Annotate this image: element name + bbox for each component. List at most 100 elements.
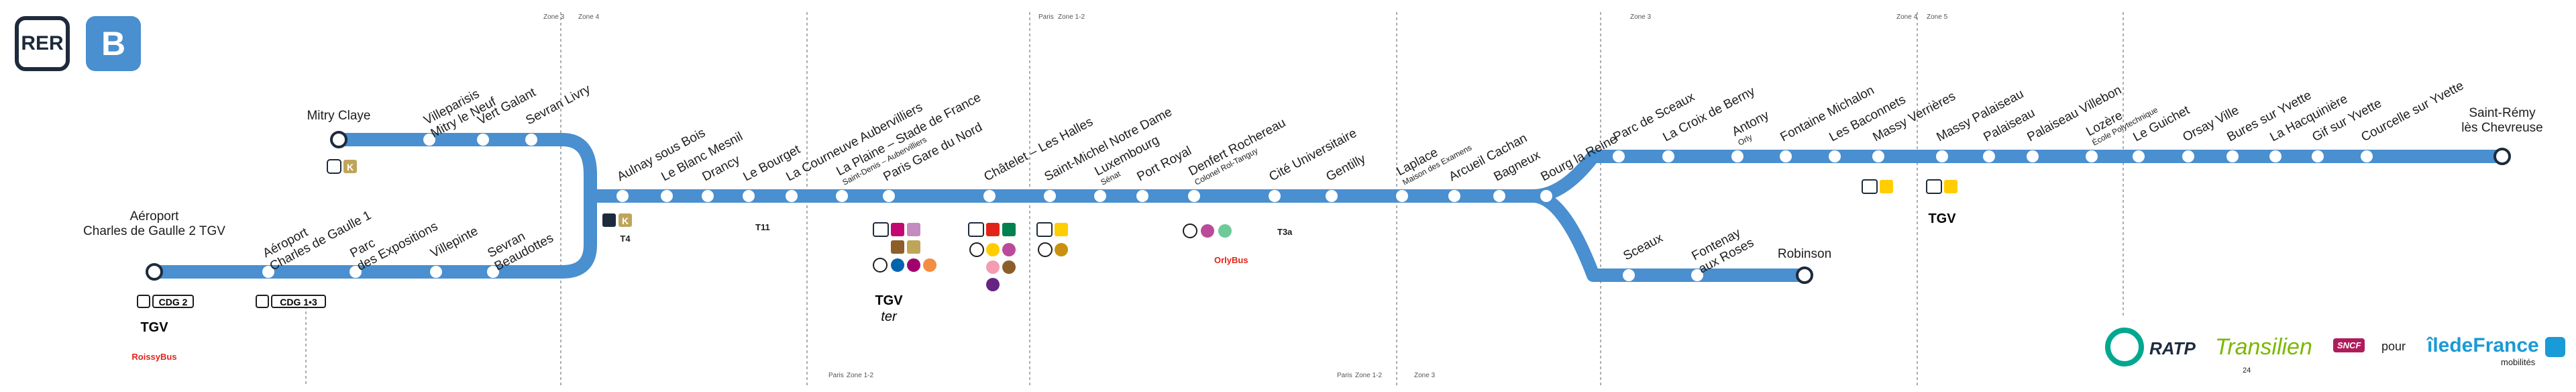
station-dot-gentilly (1326, 190, 1338, 202)
station-dot-gif (2312, 150, 2324, 162)
station-dot-bourgreine (1540, 190, 1552, 202)
station-dots (146, 131, 2511, 284)
zone-label: Zone 4 (578, 13, 600, 21)
station-label-antony: AntonyOrly (1729, 108, 1776, 148)
zone-boundaries (305, 12, 2124, 387)
station-dot-bagneux (1493, 190, 1505, 202)
station-label-mitry: Mitry Claye (307, 109, 370, 123)
aulnay-k-badge: K (622, 215, 629, 226)
station-dot-citeu (1269, 190, 1281, 202)
station-label-sevranlivry: Sevran Livry (523, 82, 593, 128)
station-dot-sceaux (1623, 269, 1635, 281)
station-dot-guichet (2133, 150, 2145, 162)
pour-label: pour (2381, 340, 2406, 353)
station-dot-cdg1 (262, 266, 274, 278)
station-dot-antony (1731, 150, 1743, 162)
chatelet-connections (968, 222, 1016, 291)
denfert-connections: OrlyBus T3a (1183, 224, 1293, 265)
station-dot-villepinte (430, 266, 442, 278)
mitry-k-badge: K (347, 162, 354, 173)
station-label-chatelet: Châtelet – Les Halles (981, 115, 1095, 184)
orlybus-label: OrlyBus (1214, 255, 1248, 265)
station-dot-luxembourg (1094, 190, 1106, 202)
station-dot-arcueil (1448, 190, 1460, 202)
t11-label: T11 (755, 222, 770, 232)
station-dot-croixberny (1662, 150, 1674, 162)
paris-zone-label: Paris (1038, 13, 1054, 21)
station-dot-bourget (743, 190, 755, 202)
idf-sub-wordmark: mobilités (2501, 357, 2536, 367)
station-label-gentilly: Gentilly (1324, 152, 1368, 185)
massy-tgv-label: TGV (1928, 211, 1956, 226)
zone-label: Zone 1-2 (1355, 372, 1382, 379)
ratp-logo-icon (2105, 328, 2144, 366)
station-label-parcsceaux: Parc de Sceaux (1611, 90, 1697, 145)
brand-strip: RATP Transilien SNCF pour îledeFrance mo… (2105, 324, 2568, 377)
station-dot-courneuve (786, 190, 798, 202)
zone-label: Zone 5 (1927, 13, 1948, 21)
station-dot-stmichel (1044, 190, 1056, 202)
station-dot-sevranbeau (487, 266, 499, 278)
station-dot-fontenay (1691, 269, 1703, 281)
station-dot-palaiseau (1983, 150, 1995, 162)
station-dot-plaine (836, 190, 848, 202)
zone-label: Zone 1-2 (847, 372, 873, 379)
zone-label: Zone 3 (1414, 372, 1436, 379)
station-dot-parcsceaux (1613, 150, 1625, 162)
gdn-tgv-label: TGV (875, 293, 903, 308)
zone-label: Zone 1-2 (1058, 13, 1085, 21)
stmichel-connections (1036, 222, 1068, 257)
gdn-connections: TGV ter (873, 222, 936, 324)
sncf-logo: SNCF (2333, 338, 2365, 352)
station-dot-portroyal (1136, 190, 1148, 202)
station-dot-baconnets (1829, 150, 1841, 162)
station-dot-blancmesnil (661, 190, 673, 202)
station-label-fontenay: Fontenayaux Roses (1689, 223, 1756, 277)
gdn-ter-label: ter (881, 309, 898, 324)
roissybus-label: RoissyBus (131, 352, 176, 362)
station-dot-drancy (702, 190, 714, 202)
station-dot-denfert (1188, 190, 1200, 202)
zone-label: Zone 4 (1896, 13, 1918, 21)
cdg2-tgv-label: TGV (140, 320, 168, 335)
page-number: 24 (2243, 366, 2251, 375)
station-dot-courcelle (2361, 150, 2373, 162)
station-dot-fontaine (1780, 150, 1792, 162)
rer-logo: RER (15, 16, 70, 71)
cdg-connections: CDG 2 TGV RoissyBus CDG 1•3 (131, 295, 326, 362)
station-dot-laplace (1396, 190, 1408, 202)
station-dot-vertgalant (477, 134, 489, 146)
paris-zone-label: Paris (1337, 372, 1352, 379)
station-dot-massyverrieres (1872, 150, 1884, 162)
station-dot-stremy (2493, 148, 2511, 165)
massy-connections: TGV (1862, 179, 1957, 226)
station-label-sceaux: Sceaux (1621, 231, 1665, 264)
station-dot-hacquiniere (2269, 150, 2282, 162)
station-dot-lozere (2086, 150, 2098, 162)
station-dot-aulnay (616, 190, 629, 202)
station-dot-orsay (2182, 150, 2194, 162)
zone-labels: Zone 3 Zone 4 Paris Zone 1-2 Paris Zone … (543, 13, 1948, 379)
transilien-wordmark: Transilien (2215, 334, 2312, 360)
station-dot-chatelet (983, 190, 996, 202)
zone-label: Zone 3 (543, 13, 565, 21)
zone-label: Zone 3 (1630, 13, 1652, 21)
station-dot-mitry (330, 131, 347, 148)
station-dot-palvillebon (2027, 150, 2039, 162)
aulnay-t4-label: T4 (620, 234, 631, 244)
ratp-wordmark: RATP (2149, 338, 2196, 358)
station-dot-bures (2226, 150, 2239, 162)
station-dot-villeparisis (423, 134, 435, 146)
station-dot-cdg2 (146, 263, 163, 281)
station-dot-sevranlivry (525, 134, 537, 146)
station-dot-robinson (1796, 266, 1813, 284)
cdg13-badge: CDG 1•3 (280, 297, 317, 307)
line-b-logo: B (86, 16, 141, 71)
idf-wordmark: îledeFrance (2427, 334, 2539, 356)
paris-zone-label: Paris (828, 372, 844, 379)
station-dot-massypal (1936, 150, 1948, 162)
